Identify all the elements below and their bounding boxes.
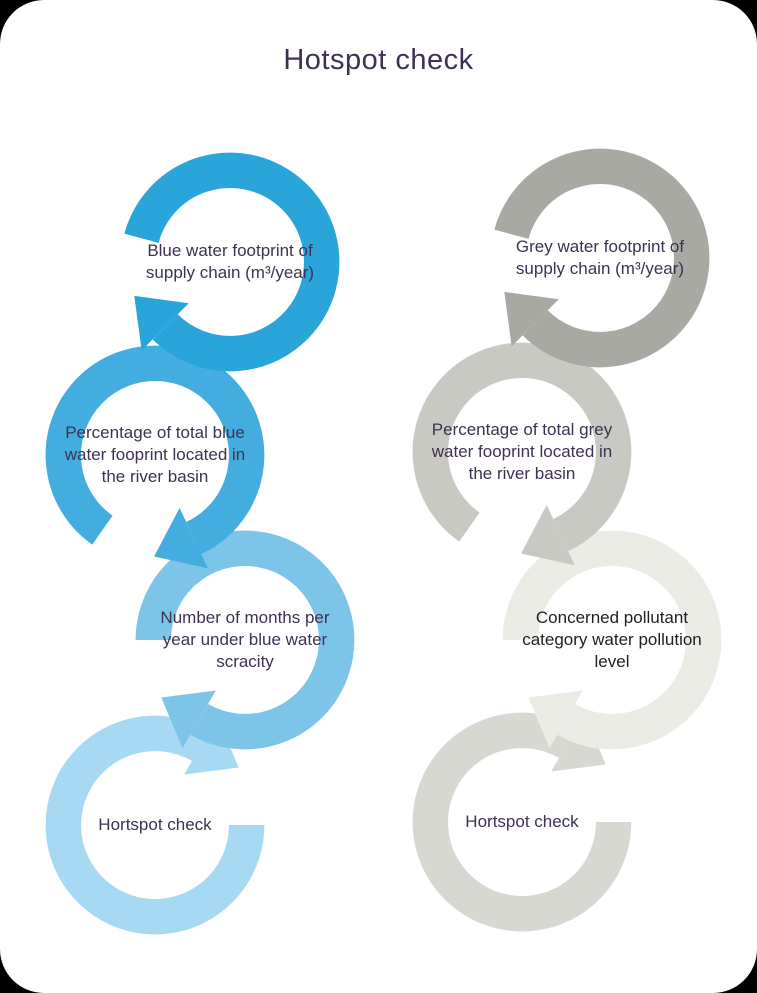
circular-arrow-icon <box>45 345 265 569</box>
circular-arrow-icon <box>494 148 710 368</box>
node-label: Hortspot check <box>98 815 212 835</box>
circular-arrow-icon <box>45 715 265 935</box>
node-label: Grey water footprint of supply chain (m³… <box>515 237 685 278</box>
node-label: Blue water footprint of supply chain (m³… <box>145 241 315 282</box>
circular-arrow-icon <box>135 530 355 750</box>
node-label: Percentage of total grey water fooprint … <box>431 420 613 483</box>
circular-arrow-icon <box>412 342 632 566</box>
cycle-node-blue-percentage: Percentage of total blue water fooprint … <box>30 330 280 580</box>
page-title: Hotspot check <box>283 44 474 76</box>
circular-arrow-icon <box>124 152 340 372</box>
cycle-node-blue-footprint: Blue water footprint of supply chain (m³… <box>105 137 355 387</box>
node-label: Number of months per year under blue wat… <box>160 608 330 671</box>
cycle-node-grey-percentage: Percentage of total grey water fooprint … <box>397 327 647 577</box>
node-label: Concerned pollutant category water pollu… <box>522 608 702 671</box>
circular-arrow-icon <box>502 530 722 750</box>
cycle-node-grey-pollutant: Concerned pollutant category water pollu… <box>487 515 737 765</box>
cycle-node-blue-months: Number of months per year under blue wat… <box>120 515 370 765</box>
cycle-node-blue-hotspot: Hortspot check <box>30 700 280 950</box>
node-label: Percentage of total blue water fooprint … <box>64 423 246 486</box>
node-label: Hortspot check <box>465 812 579 832</box>
cycle-node-grey-footprint: Grey water footprint of supply chain (m³… <box>475 133 725 383</box>
